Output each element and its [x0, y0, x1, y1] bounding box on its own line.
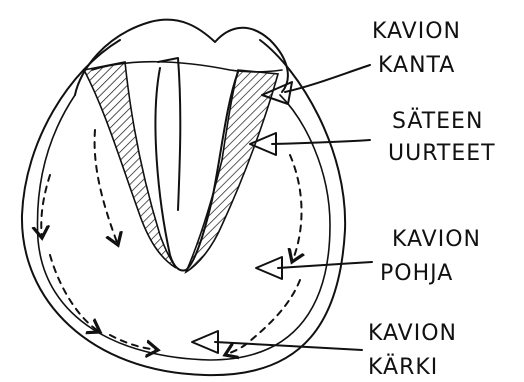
- label-toe-line1: KAVION: [368, 321, 457, 346]
- pointer-toe: [192, 331, 362, 353]
- label-sole-line1: KAVION: [392, 227, 481, 252]
- bar-left: [84, 62, 176, 268]
- flow-arrow: [50, 255, 100, 332]
- pointer-grooves: [250, 133, 370, 155]
- flow-arrow: [290, 155, 302, 262]
- flow-arrow: [41, 175, 50, 238]
- bar-right: [186, 70, 278, 272]
- pointer-sole: [256, 257, 372, 279]
- hoof-wall-outer: [22, 40, 345, 375]
- hoof-wall-inner: [37, 95, 330, 360]
- flow-arrow: [95, 130, 118, 245]
- label-grooves-line1: SÄTEEN: [392, 108, 483, 134]
- label-heel-line2: KANTA: [378, 53, 455, 78]
- label-grooves-line2: UURTEET: [388, 141, 496, 166]
- label-heel-line1: KAVION: [372, 19, 461, 44]
- label-toe-line2: KÄRKI: [368, 354, 438, 380]
- label-sole-line2: POHJA: [380, 261, 453, 286]
